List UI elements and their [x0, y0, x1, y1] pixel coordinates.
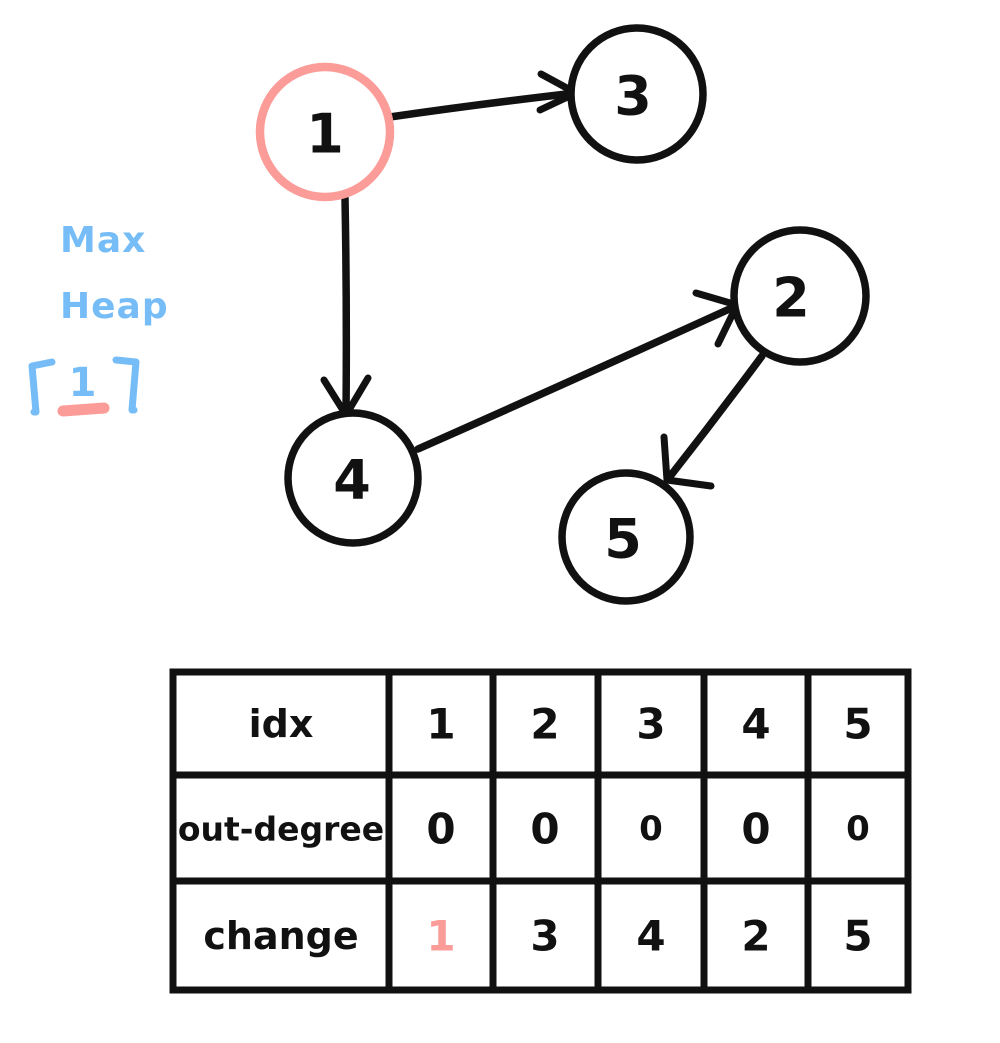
- table-cell-out-degree-1: 0: [426, 805, 455, 854]
- edge-2-to-5: [660, 352, 766, 490]
- graph-node-2-label: 2: [772, 267, 810, 330]
- table-row-out-degree-header: out-degree: [178, 810, 384, 849]
- table-cell-idx-2: 2: [530, 700, 559, 749]
- table-cell-out-degree-5: 0: [846, 809, 870, 849]
- table-cell-idx-4: 4: [741, 700, 770, 749]
- table-cell-change-4: 2: [741, 912, 770, 961]
- max-heap-underline: [57, 402, 110, 417]
- edge-2-to-5-line: [664, 352, 766, 483]
- state-table: idx 1 2 3 4 5 out-degree 0 0 0 0 0 chang…: [169, 668, 912, 994]
- table-cell-out-degree-3: 0: [639, 809, 663, 849]
- graph-node-4[interactable]: 4: [284, 409, 422, 547]
- table-row-change: change 1 3 4 2 5: [203, 912, 872, 961]
- table-cell-out-degree-4: 0: [741, 805, 770, 854]
- table-cell-out-degree-2: 0: [530, 805, 559, 854]
- graph-node-4-label: 4: [333, 449, 371, 512]
- graph-nodes: 1 3 2 4 5: [255, 24, 870, 605]
- max-heap-annotation: Max Heap 1: [28, 220, 169, 417]
- table-row-idx-header: idx: [249, 702, 314, 746]
- table-cell-idx-3: 3: [636, 700, 665, 749]
- edge-1-to-4: [320, 194, 372, 419]
- max-heap-title-line2: Heap: [60, 286, 169, 327]
- table-gridlines: [169, 668, 912, 994]
- bracket-open-icon: [28, 358, 56, 416]
- graph-node-1-label: 1: [306, 103, 344, 166]
- graph-node-2[interactable]: 2: [730, 226, 870, 366]
- edge-4-to-2: [414, 289, 741, 453]
- table-cell-idx-1: 1: [426, 700, 455, 749]
- graph-node-5-circle[interactable]: [558, 469, 694, 605]
- table-row-change-header: change: [203, 914, 358, 958]
- max-heap-contents: 1: [69, 360, 98, 406]
- graph-node-4-circle[interactable]: [284, 409, 422, 547]
- graph-node-2-circle[interactable]: [730, 226, 870, 366]
- edge-4-to-2-line: [414, 302, 740, 453]
- table-cell-change-5: 5: [843, 912, 872, 961]
- edge-2-to-5-arrowhead: [660, 433, 715, 490]
- table-row-out-degree: out-degree 0 0 0 0 0: [178, 805, 870, 854]
- edge-1-to-4-line: [341, 194, 351, 418]
- edge-1-to-3-line: [386, 89, 579, 121]
- graph-node-3-label: 3: [614, 65, 652, 128]
- graph-node-3[interactable]: 3: [567, 24, 707, 164]
- graph-node-1-circle[interactable]: [255, 62, 395, 202]
- bracket-close-icon: [112, 356, 140, 414]
- graph-node-1[interactable]: 1: [255, 62, 395, 202]
- graph-node-5-label: 5: [604, 508, 642, 571]
- table-cell-idx-5: 5: [843, 700, 872, 749]
- table-cell-change-3: 4: [636, 912, 665, 961]
- table-row-idx: idx 1 2 3 4 5: [249, 700, 873, 749]
- max-heap-title-line1: Max: [60, 220, 146, 261]
- table-cell-change-1: 1: [426, 912, 455, 961]
- graph-node-3-circle[interactable]: [567, 24, 707, 164]
- edge-1-to-3: [386, 70, 580, 121]
- table-cell-change-2: 3: [530, 912, 559, 961]
- graph-node-5[interactable]: 5: [558, 469, 694, 605]
